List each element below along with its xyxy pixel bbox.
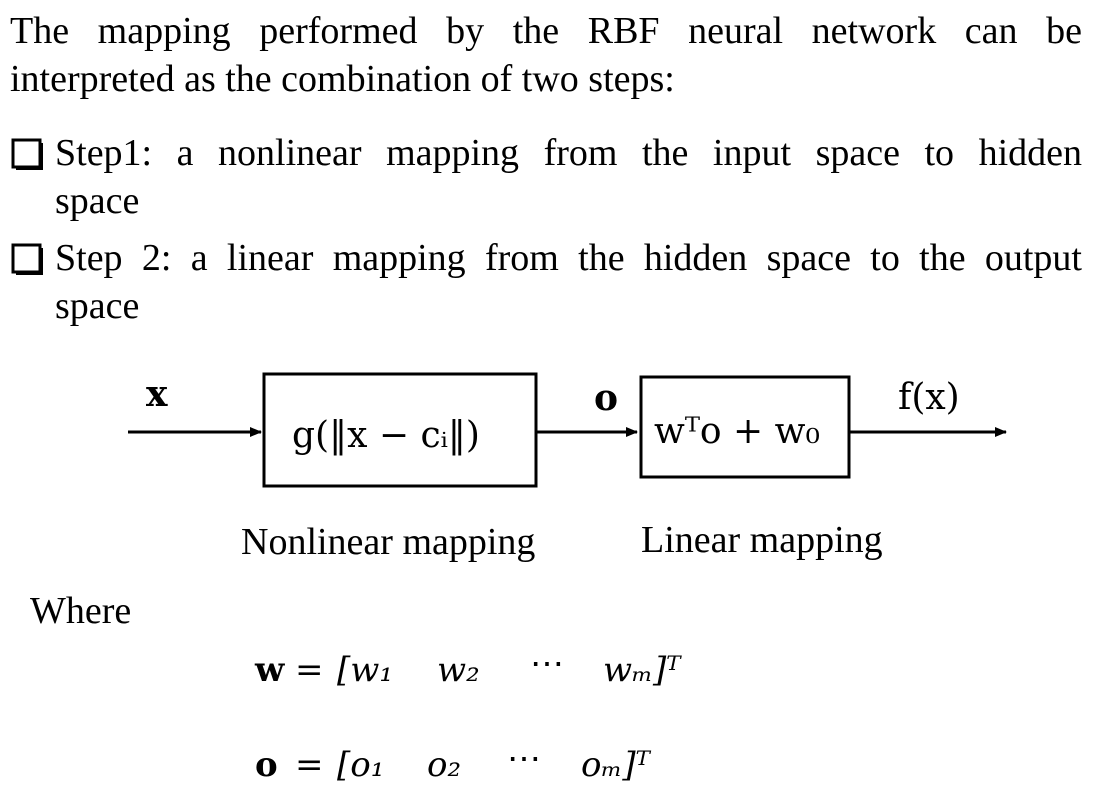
nonlinear-caption: Nonlinear mapping bbox=[241, 521, 536, 563]
o-element: o₂ bbox=[427, 745, 462, 785]
o-element: [o₁ bbox=[337, 745, 385, 785]
rbf-block-diagram bbox=[128, 372, 1007, 488]
nonlinear-function: g(‖x − cᵢ‖) bbox=[292, 415, 480, 456]
intro-line-2: interpreted as the combination of two st… bbox=[10, 58, 675, 100]
nonlinear-box bbox=[262, 372, 538, 488]
hidden-output-label: o bbox=[594, 377, 619, 419]
linear-box bbox=[639, 375, 851, 479]
w-element: wₘ]ᵀ bbox=[603, 650, 681, 690]
step1-line-2: space bbox=[55, 180, 140, 222]
weight-vector-equation: w = [w₁ w₂ ⋯ wₘ]ᵀ bbox=[255, 644, 715, 694]
step2-line-1: Step 2: a linear mapping from the hidden… bbox=[55, 237, 1082, 279]
output-label: f(x) bbox=[898, 377, 960, 418]
w-symbol: w bbox=[255, 650, 285, 690]
input-label: x bbox=[146, 373, 168, 415]
linear-caption: Linear mapping bbox=[641, 519, 883, 561]
where-label: Where bbox=[30, 590, 132, 632]
w-element: [w₁ bbox=[337, 650, 393, 690]
checkbox-bullet-icon bbox=[10, 242, 44, 276]
hidden-output-vector-equation: o = [o₁ o₂ ⋯ oₘ]ᵀ bbox=[255, 739, 715, 789]
step1-line-1: Step1: a nonlinear mapping from the inpu… bbox=[55, 132, 1082, 174]
ellipsis: ⋯ bbox=[530, 644, 564, 684]
equals-sign: = bbox=[295, 745, 324, 785]
equals-sign: = bbox=[295, 650, 324, 690]
step2-line-2: space bbox=[55, 285, 140, 327]
o-symbol: o bbox=[255, 745, 278, 785]
intro-line-1: The mapping performed by the RBF neural … bbox=[10, 10, 1082, 52]
o-element: oₘ]ᵀ bbox=[581, 745, 650, 785]
linear-function: wᵀo + w₀ bbox=[654, 411, 820, 452]
checkbox-bullet-icon bbox=[10, 137, 44, 171]
ellipsis: ⋯ bbox=[507, 739, 541, 779]
w-element: w₂ bbox=[437, 650, 480, 690]
